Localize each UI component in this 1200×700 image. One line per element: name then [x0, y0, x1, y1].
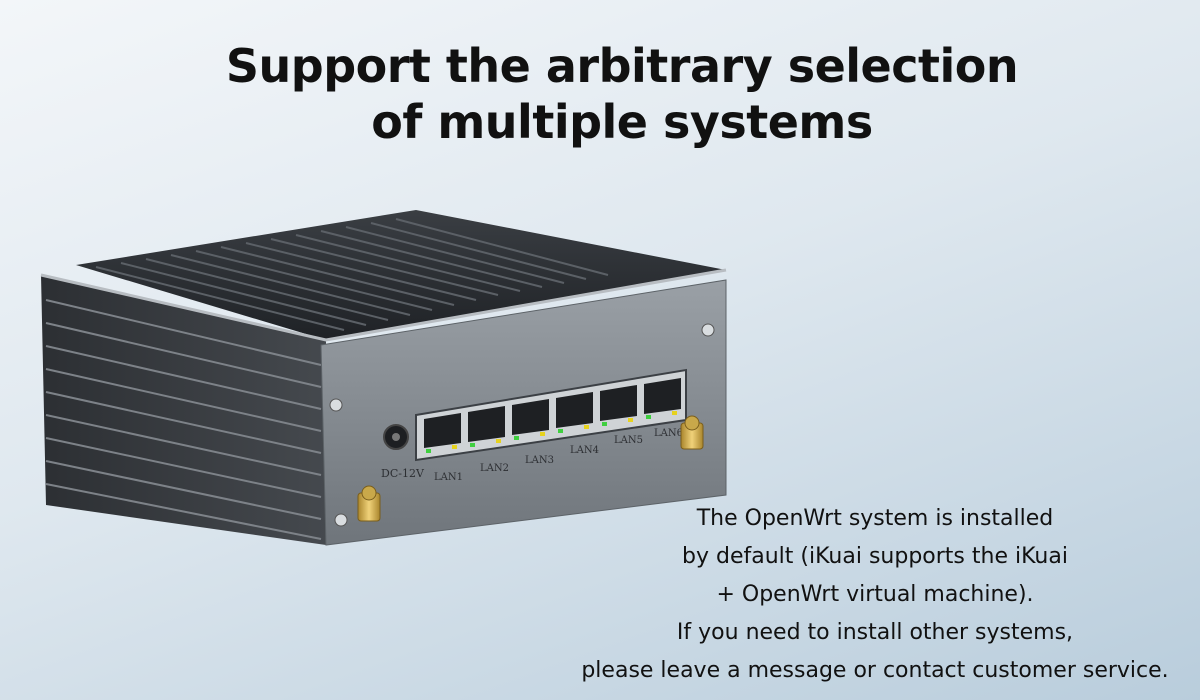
port-label: LAN5 — [614, 435, 643, 446]
headline-line-2: of multiple systems — [371, 95, 873, 149]
headline-line-1: Support the arbitrary selection — [225, 39, 1019, 93]
side-heatsink — [41, 275, 326, 545]
port-label: LAN2 — [480, 463, 509, 474]
lan-port — [600, 385, 637, 426]
top-fins — [95, 218, 609, 331]
screw-icon — [329, 398, 343, 412]
caption-line: The OpenWrt system is installed — [696, 506, 1054, 531]
power-label: DC-12V — [381, 467, 425, 480]
port-label: LAN4 — [570, 445, 599, 456]
screw-icon — [701, 323, 715, 337]
caption-line: If you need to install other systems, — [676, 620, 1074, 645]
antenna-connector-icon — [680, 415, 704, 450]
port-label: LAN6 — [654, 428, 683, 439]
screw-icon — [334, 513, 348, 527]
antenna-connector-icon — [357, 485, 381, 522]
lan-port — [468, 406, 505, 447]
lan-port — [512, 399, 549, 440]
lan-ports — [424, 378, 681, 453]
lan-port — [556, 392, 593, 433]
caption: The OpenWrt system is installed by defau… — [560, 500, 1190, 690]
port-label: LAN1 — [434, 472, 463, 483]
caption-line: + OpenWrt virtual machine). — [716, 582, 1034, 607]
mini-pc-router-image: DC-12V — [40, 210, 727, 546]
top-heatsink — [76, 210, 726, 340]
caption-line: by default (iKuai supports the iKuai — [682, 544, 1068, 569]
caption-line: please leave a message or contact custom… — [581, 658, 1169, 683]
headline: Support the arbitrary selection of multi… — [0, 38, 1200, 150]
side-fins — [45, 299, 322, 540]
lan-port — [644, 378, 681, 419]
lan-port — [424, 413, 461, 453]
port-label: LAN3 — [525, 455, 554, 466]
